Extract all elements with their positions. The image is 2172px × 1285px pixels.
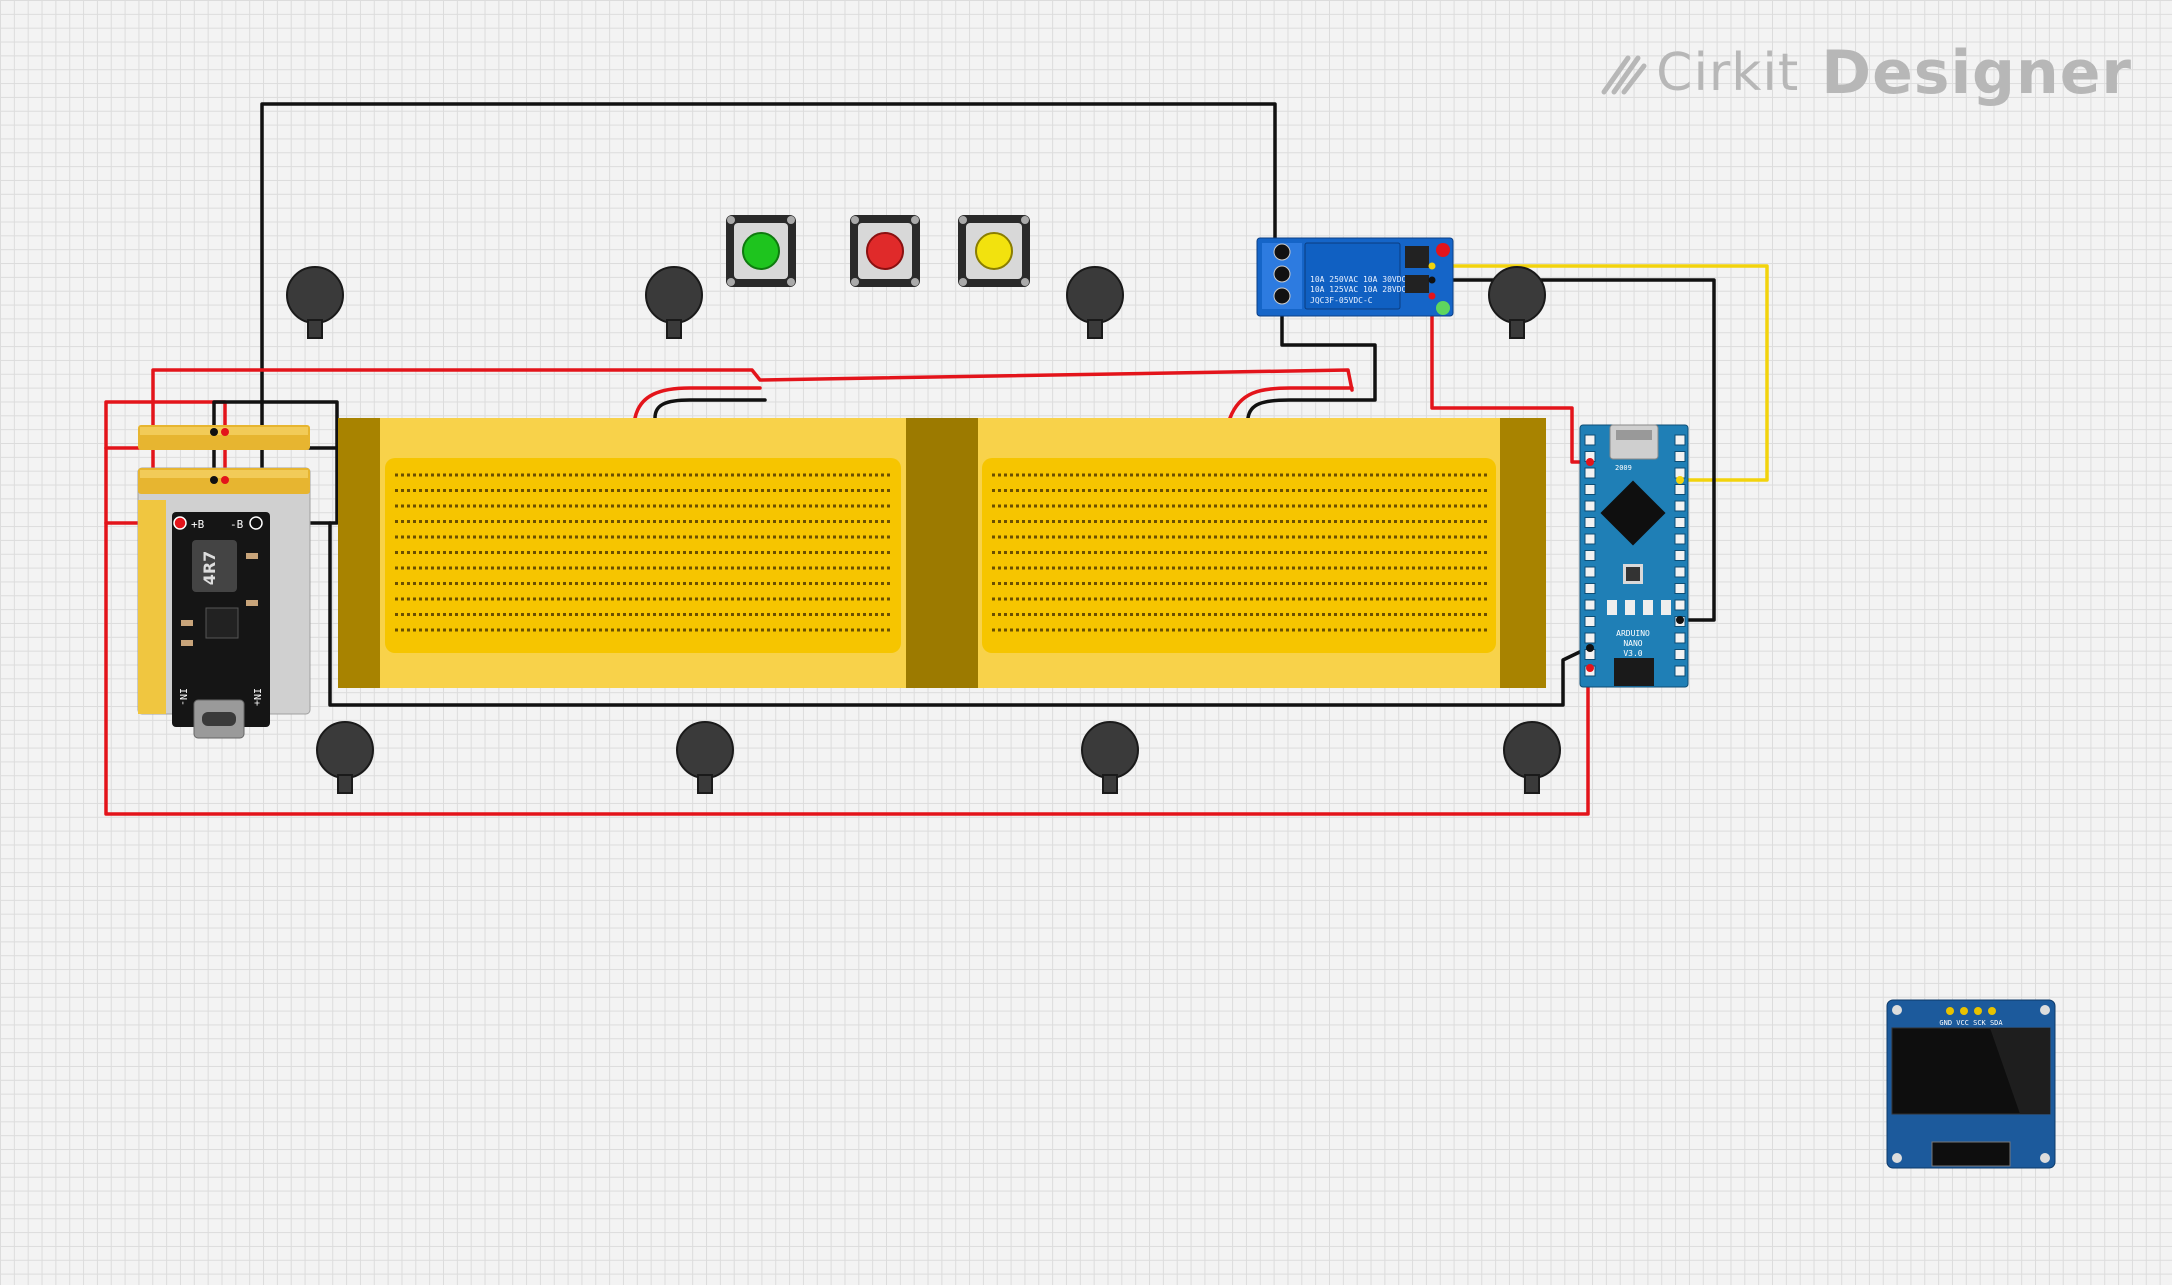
arduino-pin[interactable]: [1584, 550, 1596, 561]
oled-pin-labels: GND VCC SCK SDA: [1939, 1019, 2003, 1027]
wire-yellow-signal[interactable]: [1430, 264, 1769, 482]
arduino-pin[interactable]: [1674, 649, 1686, 660]
mounting-holes: [286, 266, 1561, 794]
wire-red-relay-arduino[interactable]: [1430, 294, 1592, 464]
pin-label-in-minus-left: IN-: [177, 688, 188, 706]
wire-black-jumper-right[interactable]: [1246, 296, 1377, 420]
arduino-pin[interactable]: [1674, 533, 1686, 545]
wire-black-bottom-rail[interactable]: [328, 521, 1590, 707]
wire-red-top-rail[interactable]: [151, 368, 1354, 522]
arduino-pin[interactable]: [1584, 599, 1596, 611]
arduino-pin[interactable]: [1674, 599, 1686, 611]
arduino-pin[interactable]: [1584, 467, 1596, 479]
pin-label-b-minus: -B: [230, 518, 244, 531]
mounting-hole: [286, 266, 344, 339]
arduino-label: ARDUINO: [1616, 629, 1650, 638]
battery-terminals: [210, 428, 229, 484]
wire-black-relay-arduino[interactable]: [1430, 278, 1716, 622]
arduino-pin[interactable]: [1584, 434, 1596, 446]
wire-red-jumper-left[interactable]: [633, 386, 762, 420]
wire-red-jumper-right[interactable]: [1228, 386, 1354, 420]
arduino-pin[interactable]: [1674, 632, 1686, 644]
arduino-pin[interactable]: [1674, 665, 1686, 677]
year-label: 2009: [1615, 464, 1632, 472]
mounting-hole: [645, 266, 703, 339]
mounting-hole: [676, 721, 734, 794]
arduino-pin[interactable]: [1584, 583, 1596, 594]
green-pushbutton[interactable]: [726, 215, 796, 287]
arduino-pin[interactable]: [1674, 583, 1686, 594]
oled-display[interactable]: GND VCC SCK SDA: [1886, 999, 2056, 1169]
product-name: Designer: [1821, 38, 2132, 108]
arduino-pin[interactable]: [1584, 566, 1596, 578]
breadboard[interactable]: [338, 418, 1546, 688]
wire-black-jumper-left[interactable]: [653, 398, 767, 420]
arduino-pin[interactable]: [1584, 517, 1596, 528]
relay-module[interactable]: 10A 250VAC 10A 30VDC 10A 125VAC 10A 28VD…: [1256, 237, 1454, 317]
relay-model: JQC3F-05VDC-C: [1310, 296, 1373, 305]
cirkit-designer-logo: Cirkit Designer: [1598, 38, 2132, 108]
arduino-pin[interactable]: [1674, 517, 1686, 528]
wire-red-bottom-loop[interactable]: [104, 521, 1590, 816]
arduino-pin[interactable]: [1584, 632, 1596, 644]
mounting-hole: [1503, 721, 1561, 794]
arduino-pin[interactable]: [1584, 500, 1596, 512]
relay-rating-1: 10A 250VAC 10A 30VDC: [1310, 275, 1407, 284]
breadboard-rows: [395, 473, 1487, 632]
arduino-pin[interactable]: [1674, 550, 1686, 561]
wire-black-battery-a[interactable]: [212, 400, 339, 450]
arduino-pin-headers: [1584, 434, 1686, 677]
nano-label: NANO: [1623, 639, 1642, 648]
inductor-label: 4R7: [200, 551, 219, 586]
arduino-pin[interactable]: [1674, 451, 1686, 462]
arduino-pin[interactable]: [1674, 484, 1686, 495]
usb-c-charger-module[interactable]: +B -B 4R7 IN- IN+: [172, 512, 270, 739]
pin-label-b-plus: +B: [191, 518, 205, 531]
wire-red-battery-top[interactable]: [104, 400, 227, 525]
brand-name: Cirkit: [1656, 43, 1800, 103]
mounting-hole: [1488, 266, 1546, 339]
mounting-hole: [1066, 266, 1124, 339]
mounting-hole: [316, 721, 374, 794]
red-pushbutton[interactable]: [850, 215, 920, 287]
arduino-pin[interactable]: [1674, 434, 1686, 446]
arduino-nano[interactable]: ARDUINO NANO V3.0 2009: [1579, 424, 1689, 688]
arduino-pin[interactable]: [1584, 533, 1596, 545]
arduino-pin[interactable]: [1674, 500, 1686, 512]
arduino-pin[interactable]: [1674, 566, 1686, 578]
pin-label-in-plus-right: IN+: [251, 688, 262, 706]
cirkit-logo-icon: [1601, 55, 1647, 95]
version-label: V3.0: [1623, 649, 1642, 658]
relay-rating-2: 10A 125VAC 10A 28VDC: [1310, 285, 1407, 294]
yellow-pushbutton[interactable]: [958, 215, 1030, 287]
mounting-hole: [1081, 721, 1139, 794]
arduino-pin[interactable]: [1584, 484, 1596, 495]
arduino-pin[interactable]: [1584, 616, 1596, 627]
